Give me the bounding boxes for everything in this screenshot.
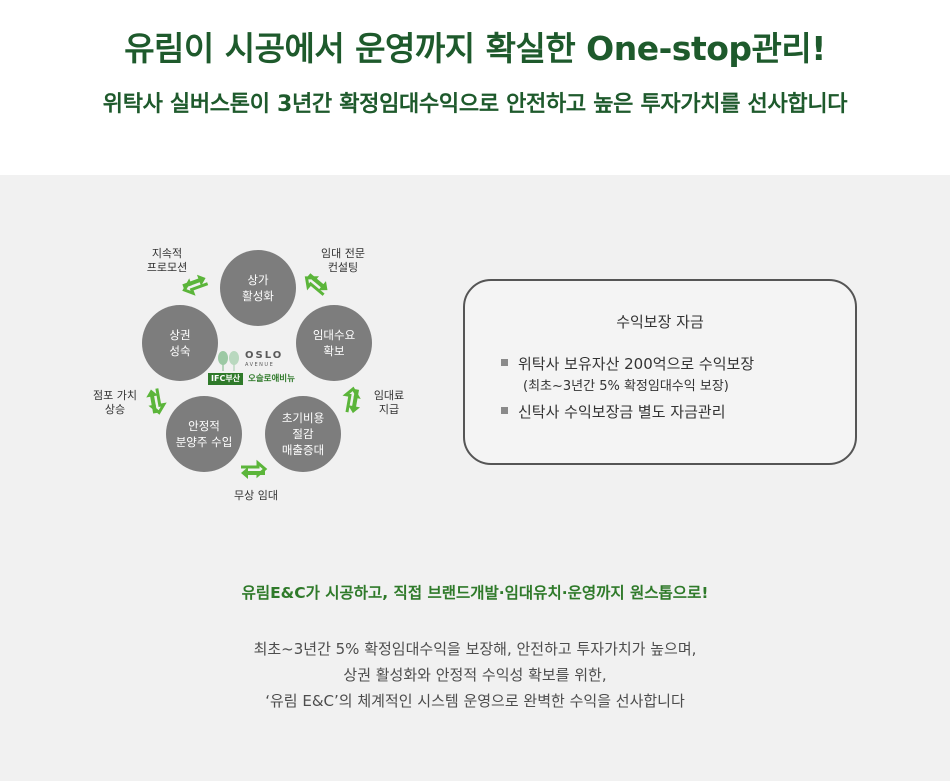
- tagline: 유림E&C가 시공하고, 직접 브랜드개발·임대유치·운영까지 원스톱으로!: [241, 584, 709, 602]
- description-line: ‘유림 E&C’의 체계적인 시스템 운영으로 완벽한 수익을 선사합니다: [265, 692, 685, 710]
- cycle-node-rental-demand: 임대수요 확보: [296, 305, 372, 381]
- description: 최초~3년간 5% 확정임대수익을 보장해, 안전하고 투자가치가 높으며, 상…: [0, 636, 950, 714]
- side-label-rent-payment: 임대료 지급: [373, 389, 405, 416]
- cycle-node-stable-income: 안정적 분양주 수입: [166, 396, 242, 472]
- page-title: 유림이 시공에서 운영까지 확실한 One-stop관리!: [124, 29, 826, 68]
- guarantee-title: 수익보장 자금: [616, 313, 704, 331]
- description-line: 상권 활성화와 안정적 수익성 확보를 위한,: [343, 666, 607, 684]
- cycle-arrow-icon: [146, 388, 167, 415]
- cycle-arrow-icon: [342, 386, 361, 414]
- bullet-square-icon: [501, 359, 508, 366]
- cycle-node-market-maturity: 상권 성숙: [142, 305, 218, 381]
- cycle-arrow-icon: [304, 273, 328, 296]
- guarantee-item: 신탁사 수익보장금 별도 자금관리: [501, 401, 726, 422]
- cycle-node-cost-reduction: 초기비용 절감 매출증대: [265, 396, 341, 472]
- logo-badge: IFC부산: [208, 373, 244, 385]
- side-label-store-value: 점포 가치 상승: [93, 389, 137, 416]
- logo-name: OSLO: [245, 350, 284, 361]
- content-panel: [0, 175, 950, 781]
- side-label-promotion: 지속적 프로모션: [146, 247, 188, 274]
- side-label-free-rent: 무상 임대: [234, 489, 278, 502]
- header-section: 유림이 시공에서 운영까지 확실한 One-stop관리! 위탁사 실버스톤이 …: [0, 0, 950, 175]
- guarantee-item: 위탁사 보유자산 200억으로 수익보장: [501, 353, 754, 374]
- logo-subname: AVENUE: [245, 362, 275, 368]
- guarantee-box: 수익보장 자금 위탁사 보유자산 200억으로 수익보장 (최초~3년간 5% …: [463, 279, 857, 465]
- cycle-node-commerce-activation: 상가 활성화: [220, 250, 296, 326]
- cycle-arrow-icon: [182, 274, 209, 296]
- guarantee-item-note: (최초~3년간 5% 확정임대수익 보장): [523, 379, 729, 394]
- bullet-square-icon: [501, 407, 508, 414]
- oslo-avenue-logo: OSLO AVENUE IFC부산 오슬로애비뉴: [208, 348, 304, 388]
- cycle-arrow-icon: [241, 459, 268, 479]
- side-label-consulting: 임대 전문 컨설팅: [321, 247, 365, 274]
- logo-korean: 오슬로애비뉴: [248, 374, 295, 384]
- page-subtitle: 위탁사 실버스톤이 3년간 확정임대수익으로 안전하고 높은 투자가치를 선사합…: [102, 92, 848, 117]
- description-line: 최초~3년간 5% 확정임대수익을 보장해, 안전하고 투자가치가 높으며,: [253, 640, 697, 658]
- tree-logo-icon: [218, 351, 239, 371]
